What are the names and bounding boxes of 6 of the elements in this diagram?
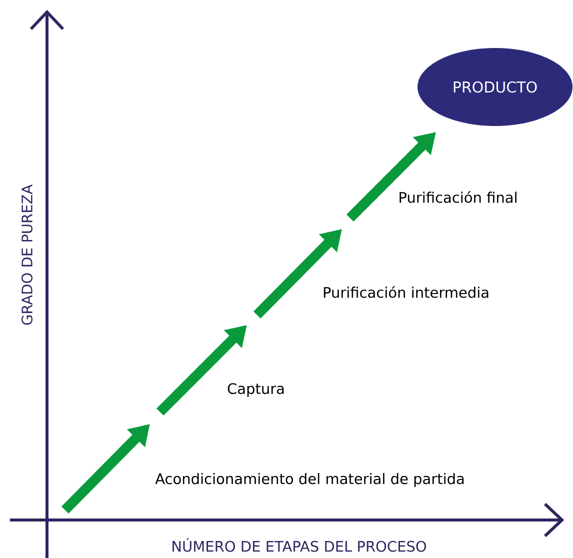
axis-label: GRADO DE PUREZA	[22, 184, 32, 325]
stage-label: Purificación final	[400, 191, 516, 203]
stage-label: Captura	[228, 383, 284, 397]
stage-label: Acondicionamiento del material de partida	[155, 472, 464, 488]
stage-label: Purificación intermedia	[324, 286, 488, 298]
axis-label: NÚMERO DE ETAPAS DEL PROCESO	[172, 538, 426, 552]
